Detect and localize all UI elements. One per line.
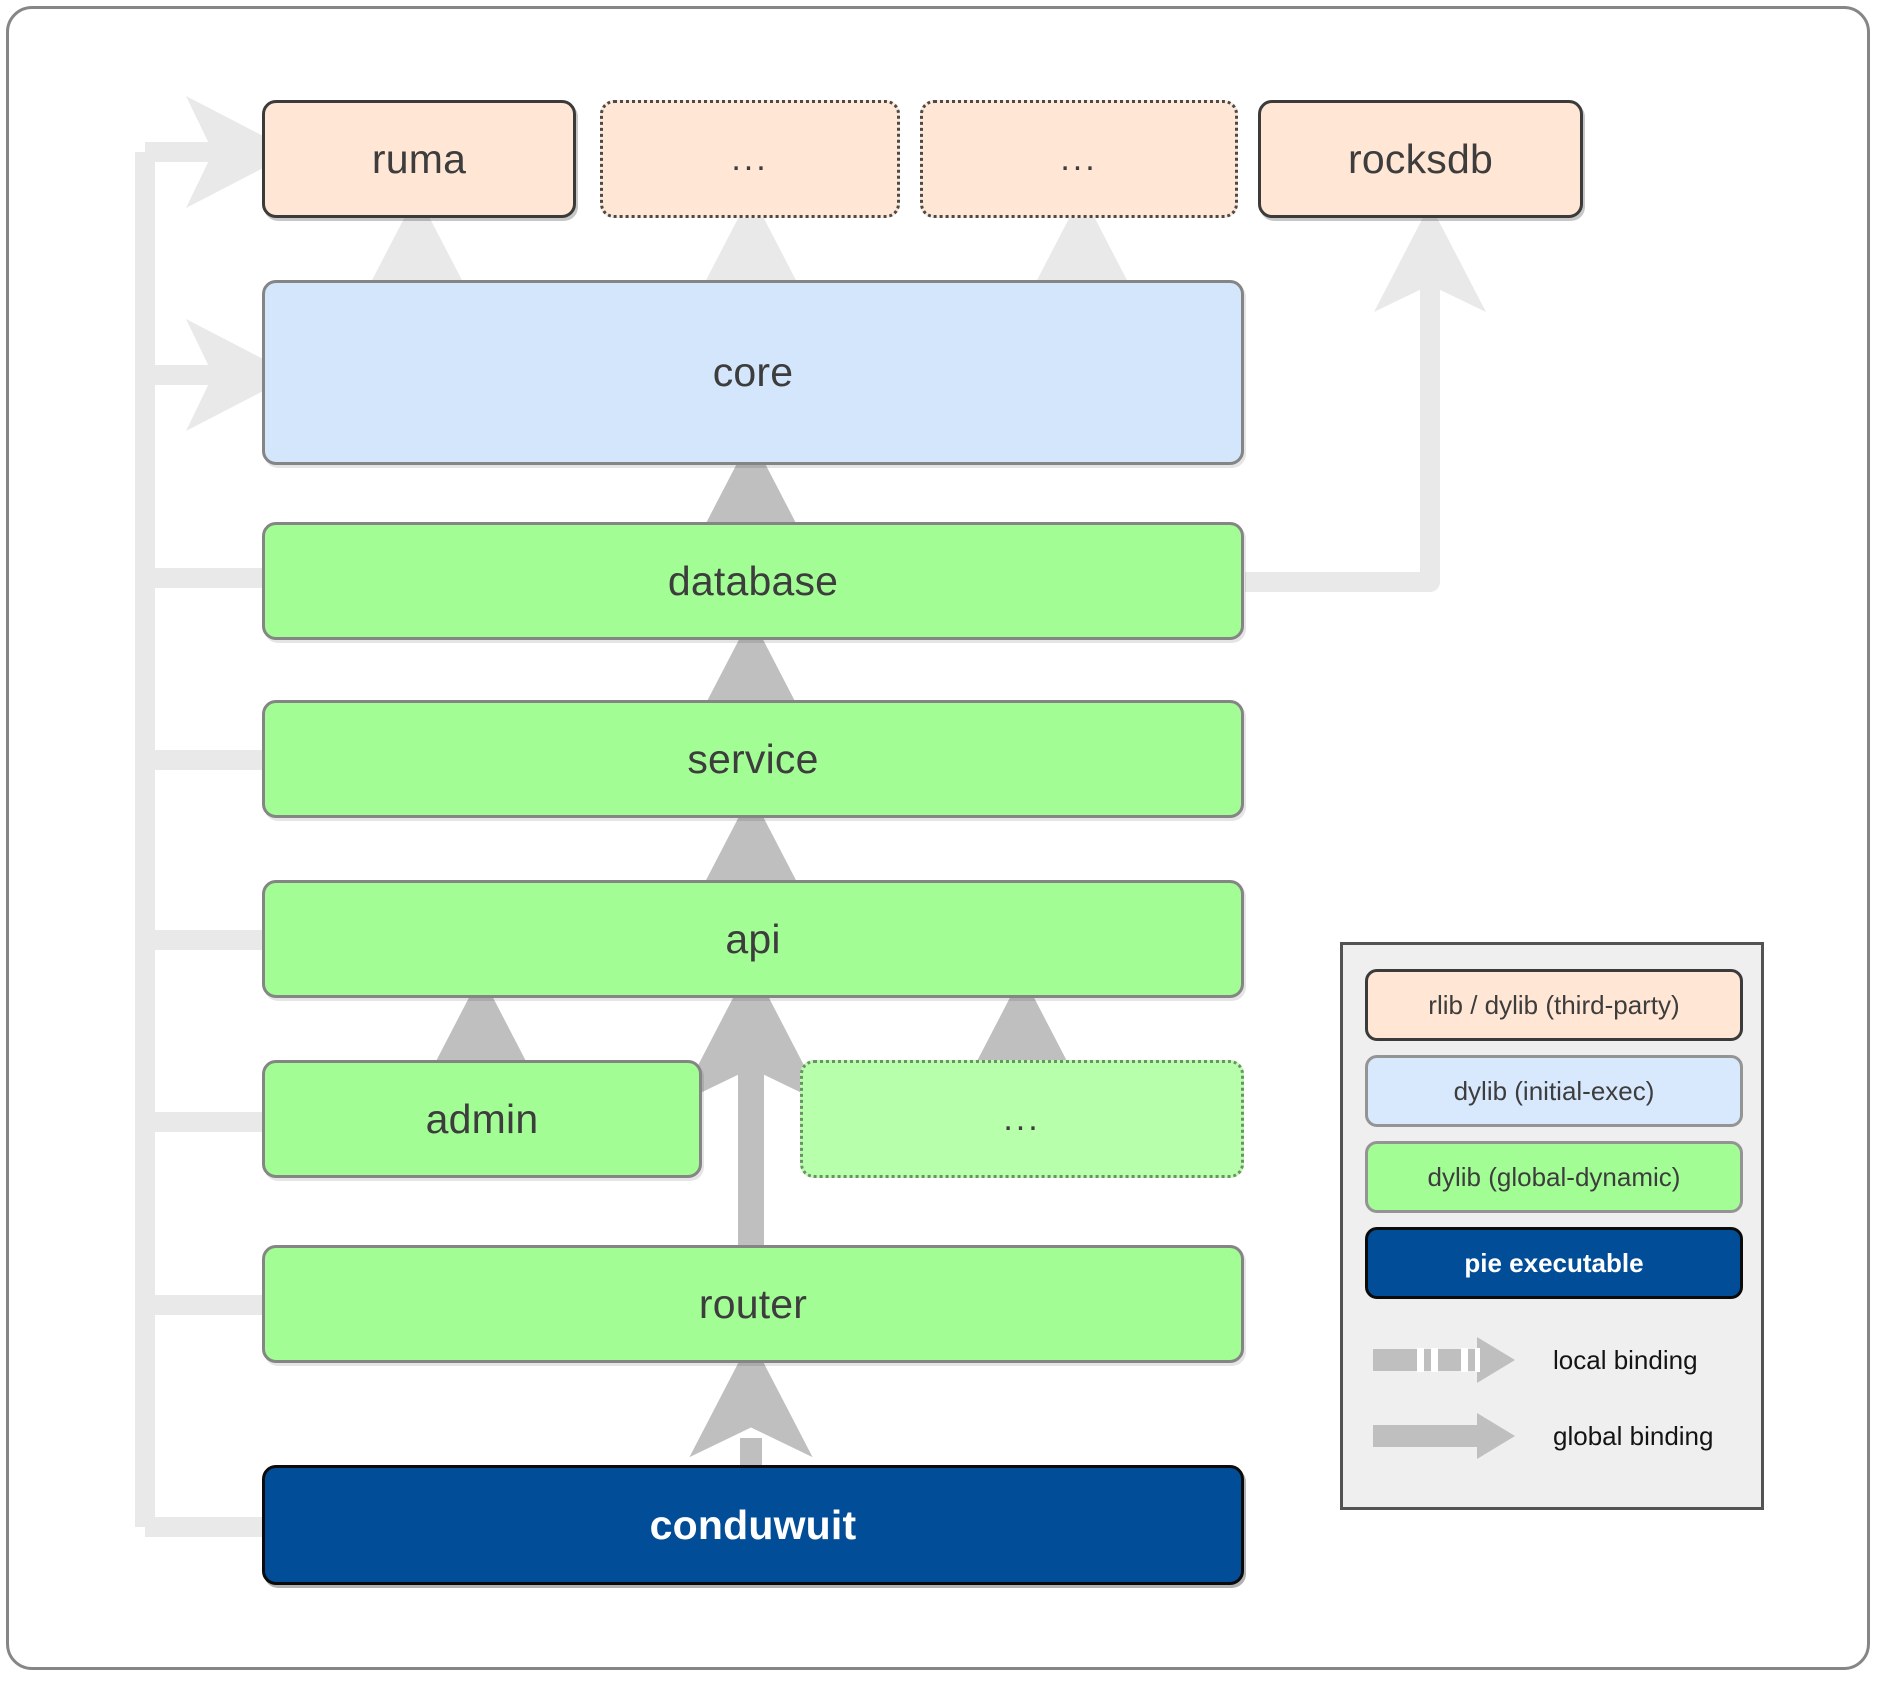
- node-conduwuit-label: conduwuit: [649, 1501, 857, 1548]
- node-top-placeholder-1-label: ...: [731, 139, 769, 178]
- legend-chip-third-party: rlib / dylib (third-party): [1365, 969, 1743, 1041]
- trunk-conduwuit-global-bindings: [135, 152, 262, 1537]
- node-ruma[interactable]: ruma: [262, 100, 576, 218]
- node-api[interactable]: api: [262, 880, 1244, 998]
- node-database[interactable]: database: [262, 522, 1244, 640]
- node-router[interactable]: router: [262, 1245, 1244, 1363]
- node-admin-placeholder-label: ...: [1003, 1099, 1041, 1138]
- node-service-label: service: [687, 735, 819, 782]
- node-core-label: core: [712, 349, 794, 395]
- legend-panel: rlib / dylib (third-party) dylib (initia…: [1340, 942, 1764, 1510]
- node-conduwuit[interactable]: conduwuit: [262, 1465, 1244, 1585]
- legend-chip-global-dynamic-label: dylib (global-dynamic): [1427, 1161, 1681, 1192]
- node-top-placeholder-1[interactable]: ...: [600, 100, 900, 218]
- node-core[interactable]: core: [262, 280, 1244, 465]
- legend-chip-third-party-label: rlib / dylib (third-party): [1428, 989, 1680, 1020]
- legend-row-global-binding: global binding: [1365, 1407, 1745, 1471]
- node-top-placeholder-2-label: ...: [1060, 139, 1098, 178]
- legend-local-binding-label: local binding: [1553, 1345, 1698, 1375]
- local-binding-arrow-icon: [1373, 1337, 1515, 1383]
- node-admin-placeholder[interactable]: ...: [800, 1060, 1244, 1178]
- legend-chip-pie-executable: pie executable: [1365, 1227, 1743, 1299]
- legend-row-local-binding: local binding: [1365, 1331, 1745, 1395]
- node-router-label: router: [698, 1280, 808, 1327]
- node-database-label: database: [667, 557, 839, 604]
- node-api-label: api: [725, 915, 781, 962]
- trunk-branch-arrows: [145, 96, 295, 431]
- legend-chip-pie-executable-label: pie executable: [1464, 1247, 1644, 1278]
- legend-chip-initial-exec-label: dylib (initial-exec): [1453, 1075, 1655, 1106]
- node-top-placeholder-2[interactable]: ...: [920, 100, 1238, 218]
- global-binding-arrow-icon: [1373, 1413, 1515, 1459]
- node-service[interactable]: service: [262, 700, 1244, 818]
- legend-chip-global-dynamic: dylib (global-dynamic): [1365, 1141, 1743, 1213]
- legend-chip-initial-exec: dylib (initial-exec): [1365, 1055, 1743, 1127]
- node-admin[interactable]: admin: [262, 1060, 702, 1178]
- legend-global-binding-label: global binding: [1553, 1421, 1714, 1451]
- node-admin-label: admin: [425, 1095, 539, 1142]
- node-rocksdb-label: rocksdb: [1348, 135, 1493, 182]
- edges-core-to-third-party: [355, 193, 1144, 313]
- node-rocksdb[interactable]: rocksdb: [1258, 100, 1583, 218]
- node-ruma-label: ruma: [371, 135, 467, 182]
- edge-database-rocksdb: [1245, 203, 1486, 592]
